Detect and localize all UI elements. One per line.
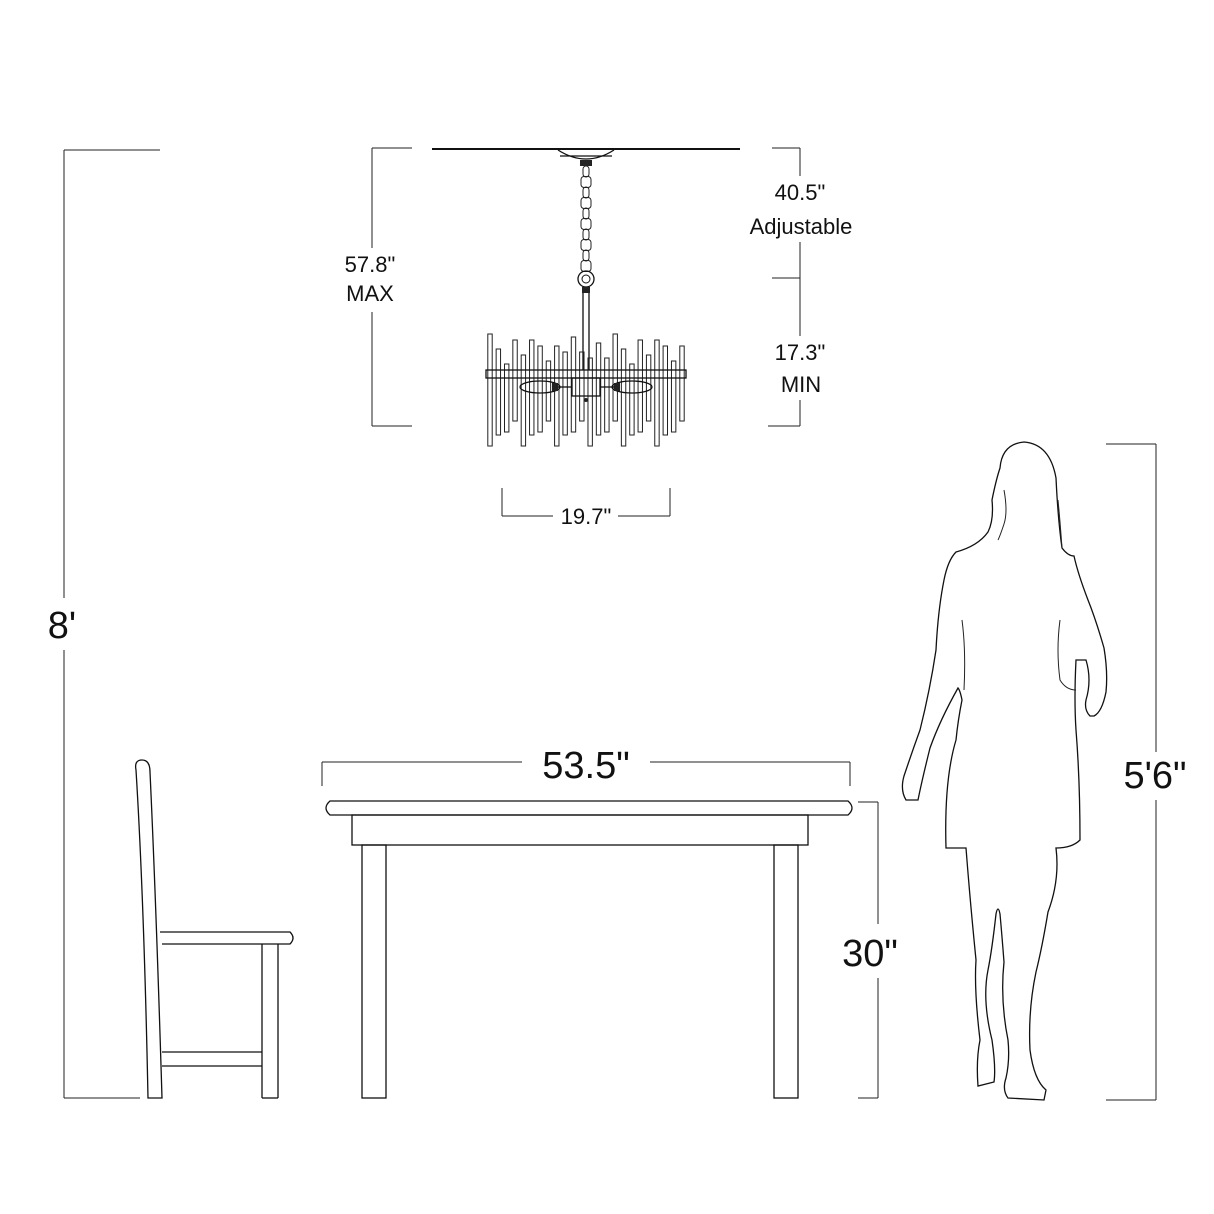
- crystal-rod: [654, 339, 660, 447]
- chain-link: [580, 239, 592, 251]
- crystal-rod: [662, 345, 669, 436]
- min-height-value: 17.3": [775, 340, 826, 365]
- min-height-bracket: [768, 278, 801, 427]
- crystal-rods: [487, 333, 685, 447]
- crystal-rod: [595, 342, 602, 436]
- person-silhouette: [901, 441, 1108, 1101]
- chain: [580, 165, 592, 272]
- chain-link: [582, 165, 590, 178]
- chain-link: [582, 186, 590, 199]
- chain-link: [580, 218, 592, 230]
- crystal-rod: [579, 351, 585, 422]
- ceiling-height-label: 8': [48, 605, 76, 647]
- table-top: [325, 800, 853, 816]
- crystal-rod: [629, 363, 635, 436]
- max-height-word: MAX: [346, 281, 394, 306]
- crystal-rod: [587, 357, 593, 447]
- crystal-rod: [620, 348, 627, 447]
- ceiling-height-bracket: [63, 149, 160, 1099]
- table-width-bracket: [321, 761, 851, 786]
- crystal-rod: [545, 360, 552, 422]
- crystal-rod: [520, 354, 527, 447]
- chain-length-word: Adjustable: [750, 214, 853, 239]
- crystal-rod: [562, 351, 568, 436]
- chain-length-value: 40.5": [775, 180, 826, 205]
- table-leg-left: [361, 844, 387, 1099]
- chain-link: [580, 260, 592, 272]
- chain-link: [582, 228, 590, 241]
- person-height-label: 5'6": [1123, 755, 1186, 797]
- max-height-bracket: [371, 147, 412, 427]
- crystal-rod: [645, 354, 652, 422]
- crystal-rod: [495, 348, 502, 436]
- chair-seat: [160, 931, 294, 945]
- chain-link: [580, 176, 592, 188]
- crystal-rod: [604, 357, 610, 433]
- chair-back: [134, 759, 163, 1099]
- crystal-rod: [679, 345, 685, 422]
- canopy: [557, 149, 615, 160]
- fixture-width-bracket: [501, 488, 671, 517]
- dining-table: [325, 800, 853, 1099]
- chain-link: [580, 197, 592, 209]
- fixture-width-label: 19.7": [561, 504, 612, 529]
- min-height-word: MIN: [781, 372, 821, 397]
- table-height-bracket: [858, 801, 879, 1099]
- chain-link: [582, 249, 590, 262]
- crystal-rod: [554, 345, 560, 447]
- table-height-label: 30": [842, 933, 898, 975]
- crystal-rod: [503, 363, 510, 433]
- crystal-rod: [637, 339, 643, 433]
- crystal-rod: [537, 345, 543, 433]
- crystal-rod: [570, 336, 577, 433]
- table-apron: [351, 814, 809, 846]
- chandelier: [485, 149, 687, 447]
- chain-length-bracket: [772, 147, 801, 279]
- max-height-value: 57.8": [345, 252, 396, 277]
- table-leg-right: [773, 844, 799, 1099]
- crystal-rod: [529, 339, 535, 436]
- frame-band: [485, 369, 687, 379]
- crystal-rod: [512, 339, 518, 422]
- table-width-label: 53.5": [542, 745, 629, 787]
- crystal-rod: [670, 360, 677, 433]
- crystal-rod: [487, 333, 493, 447]
- chain-link: [582, 207, 590, 220]
- person-height-bracket: [1106, 443, 1157, 1101]
- dining-chair: [134, 759, 294, 1099]
